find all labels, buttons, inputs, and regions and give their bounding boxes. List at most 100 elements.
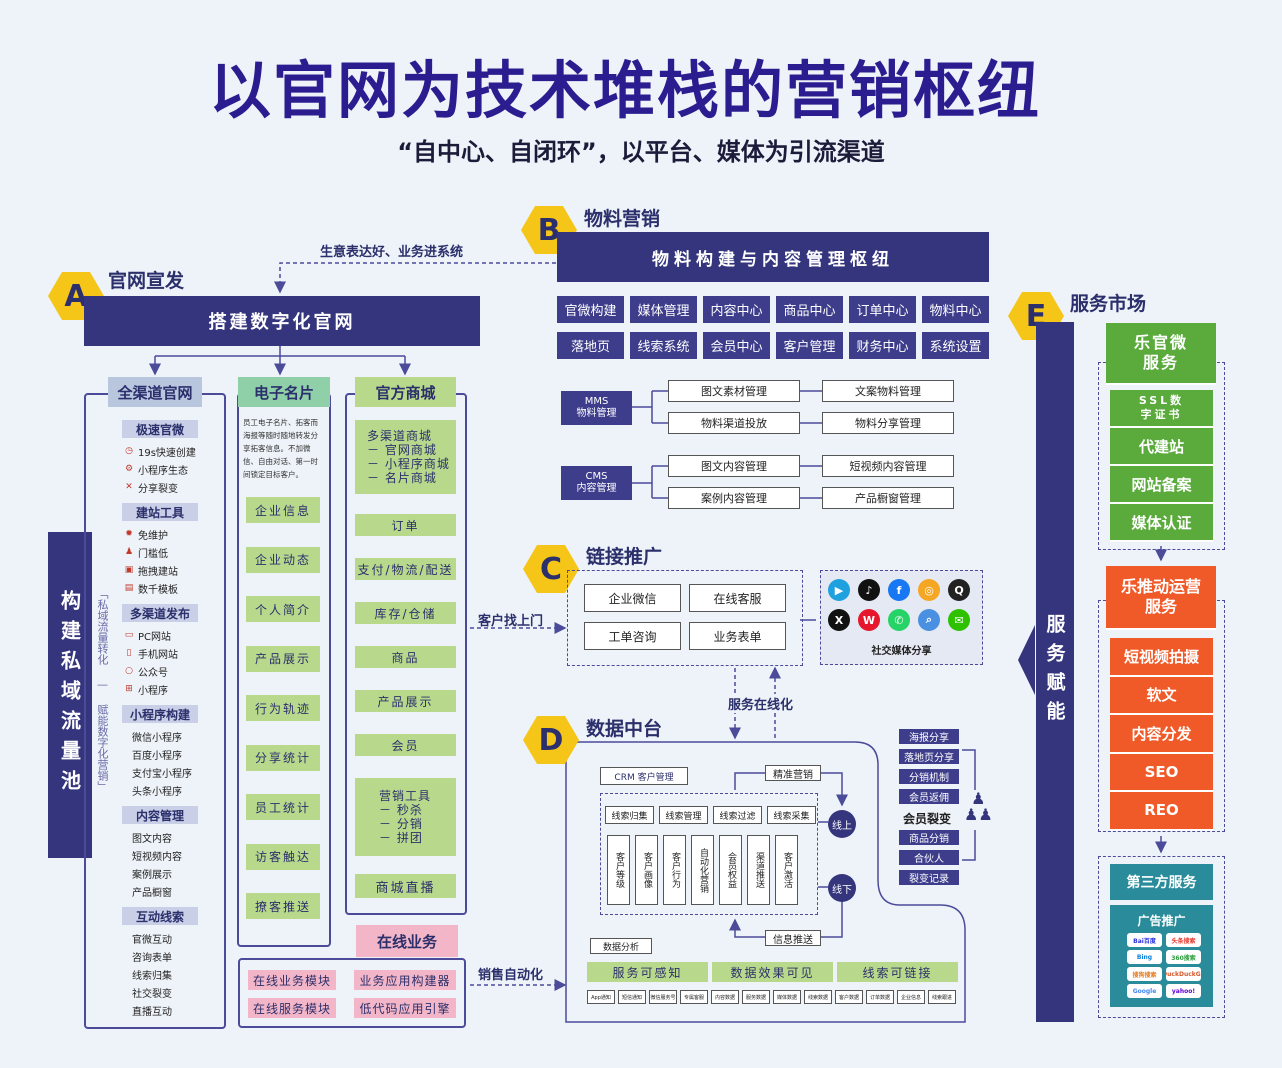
online-item-1[interactable]: 在线业务模块 [248, 970, 336, 990]
whatsapp-icon[interactable]: ✆ [888, 609, 910, 631]
b-module-button[interactable]: 会员中心 [703, 332, 770, 359]
list-item[interactable]: ✹免维护 [120, 525, 220, 543]
mms-item-1[interactable]: 图文素材管理 [668, 380, 800, 402]
ad-logo[interactable]: 搜狗搜索 [1127, 967, 1162, 981]
list-item[interactable]: 咨询表单 [120, 947, 220, 965]
b-module-button[interactable]: 系统设置 [922, 332, 989, 359]
ecard-item[interactable]: 个人简介 [246, 596, 320, 622]
mms-item-4[interactable]: 物料分享管理 [822, 412, 954, 434]
list-item[interactable]: ⊞小程序 [120, 680, 220, 698]
clue-box[interactable]: 线索采集 [767, 806, 816, 824]
mall-item[interactable]: 支付/物流/配送 [355, 558, 456, 580]
clue-box[interactable]: 线索归集 [605, 806, 654, 824]
fission-item[interactable]: 商品分销 [899, 830, 959, 845]
list-item[interactable]: ○公众号 [120, 662, 220, 680]
list-item[interactable]: 产品橱窗 [120, 882, 220, 900]
list-item[interactable]: ▤数千模板 [120, 579, 220, 597]
ad-logo[interactable]: 360搜索 [1166, 950, 1201, 964]
le-tui-item[interactable]: 内容分发 [1110, 715, 1213, 754]
ecard-item[interactable]: 分享统计 [246, 744, 320, 771]
cms-item-1[interactable]: 图文内容管理 [668, 455, 800, 477]
list-item[interactable]: 社交裂变 [120, 983, 220, 1001]
ecard-item[interactable]: 员工统计 [246, 794, 320, 820]
fission-item[interactable]: 落地页分享 [899, 749, 959, 764]
list-item[interactable]: 短视频内容 [120, 846, 220, 864]
c-item-3[interactable]: 工单咨询 [584, 622, 681, 650]
mall-item[interactable]: 商品 [355, 646, 456, 668]
b-module-button[interactable]: 官微构建 [557, 296, 624, 323]
fission-item[interactable]: 海报分享 [899, 729, 959, 744]
online-item-3[interactable]: 在线服务模块 [248, 998, 336, 1018]
c-item-2[interactable]: 在线客服 [689, 584, 786, 612]
mms-item-2[interactable]: 文案物料管理 [822, 380, 954, 402]
cms-item-4[interactable]: 产品橱窗管理 [822, 487, 954, 509]
qq-icon[interactable]: Q [948, 579, 970, 601]
ecard-item[interactable]: 企业动态 [246, 546, 320, 573]
customer-metric[interactable]: 客户等级 [607, 835, 630, 905]
wechat-icon[interactable]: ✉ [948, 609, 970, 631]
list-item[interactable]: ◷19s快速创建 [120, 442, 220, 460]
list-item[interactable]: ✕分享裂变 [120, 478, 220, 496]
ecard-item[interactable]: 行为轨迹 [246, 695, 320, 721]
b-module-button[interactable]: 商品中心 [776, 296, 843, 323]
list-item[interactable]: 头条小程序 [120, 781, 220, 799]
list-item[interactable]: 微信小程序 [120, 727, 220, 745]
c-item-4[interactable]: 业务表单 [689, 622, 786, 650]
b-module-button[interactable]: 财务中心 [849, 332, 916, 359]
list-item[interactable]: 线索归集 [120, 965, 220, 983]
le-guanwei-item[interactable]: 网站备案 [1110, 466, 1213, 504]
bilibili-icon[interactable]: ▶ [828, 579, 850, 601]
b-module-button[interactable]: 订单中心 [849, 296, 916, 323]
fission-item[interactable]: 合伙人 [899, 850, 959, 865]
b-module-button[interactable]: 线索系统 [630, 332, 697, 359]
mall-item[interactable]: 库存/仓储 [355, 602, 456, 624]
customer-metric[interactable]: 客户激活 [775, 835, 798, 905]
list-item[interactable]: 案例展示 [120, 864, 220, 882]
ecard-item[interactable]: 企业信息 [246, 497, 320, 523]
b-module-button[interactable]: 客户管理 [776, 332, 843, 359]
list-item[interactable]: ⚙小程序生态 [120, 460, 220, 478]
clue-box[interactable]: 线索过滤 [713, 806, 762, 824]
x-icon[interactable]: X [828, 609, 850, 631]
mms-item-3[interactable]: 物料渠道投放 [668, 412, 800, 434]
list-item[interactable]: 图文内容 [120, 828, 220, 846]
list-item[interactable]: 官微互动 [120, 929, 220, 947]
le-guanwei-item[interactable]: 代建站 [1110, 428, 1213, 466]
list-item[interactable]: 直播互动 [120, 1001, 220, 1019]
ecard-item[interactable]: 撩客推送 [246, 893, 320, 919]
moments-icon[interactable]: ◎ [918, 579, 940, 601]
ad-logo[interactable]: yahoo! [1166, 984, 1201, 998]
cms-item-2[interactable]: 短视频内容管理 [822, 455, 954, 477]
fission-item[interactable]: 裂变记录 [899, 870, 959, 885]
fission-item[interactable]: 分销机制 [899, 769, 959, 784]
ad-logo[interactable]: 头条搜索 [1166, 933, 1201, 947]
list-item[interactable]: 支付宝小程序 [120, 763, 220, 781]
list-item[interactable]: ▣拖拽建站 [120, 561, 220, 579]
ad-logo[interactable]: DuckDuckGo [1166, 967, 1201, 981]
le-tui-item[interactable]: REO [1110, 792, 1213, 831]
customer-metric[interactable]: 自动化营销 [691, 835, 714, 905]
ecard-item[interactable]: 访客触达 [246, 843, 320, 870]
le-tui-item[interactable]: 短视频拍摄 [1110, 638, 1213, 677]
le-guanwei-item[interactable]: 媒体认证 [1110, 504, 1213, 542]
c-item-1[interactable]: 企业微信 [584, 584, 681, 612]
mall-item[interactable]: 会员 [355, 734, 456, 756]
mall-item[interactable]: 产品展示 [355, 690, 456, 712]
ad-logo[interactable]: Google [1127, 984, 1162, 998]
customer-metric[interactable]: 会员权益 [719, 835, 742, 905]
b-module-button[interactable]: 内容中心 [703, 296, 770, 323]
customer-metric[interactable]: 客户画像 [635, 835, 658, 905]
list-item[interactable]: 百度小程序 [120, 745, 220, 763]
online-item-4[interactable]: 低代码应用引擎 [354, 998, 456, 1018]
customer-metric[interactable]: 客户行为 [663, 835, 686, 905]
customer-metric[interactable]: 渠道推送 [747, 835, 770, 905]
b-module-button[interactable]: 落地页 [557, 332, 624, 359]
cms-item-3[interactable]: 案例内容管理 [668, 487, 800, 509]
ecard-item[interactable]: 产品展示 [246, 645, 320, 672]
fission-item[interactable]: 会员返佣 [899, 789, 959, 804]
le-guanwei-item[interactable]: SSL数字证书 [1110, 390, 1213, 428]
ad-logo[interactable]: Bing [1127, 950, 1162, 964]
tiktok-icon[interactable]: ♪ [858, 579, 880, 601]
b-module-button[interactable]: 物料中心 [922, 296, 989, 323]
clue-box[interactable]: 线索管理 [659, 806, 708, 824]
